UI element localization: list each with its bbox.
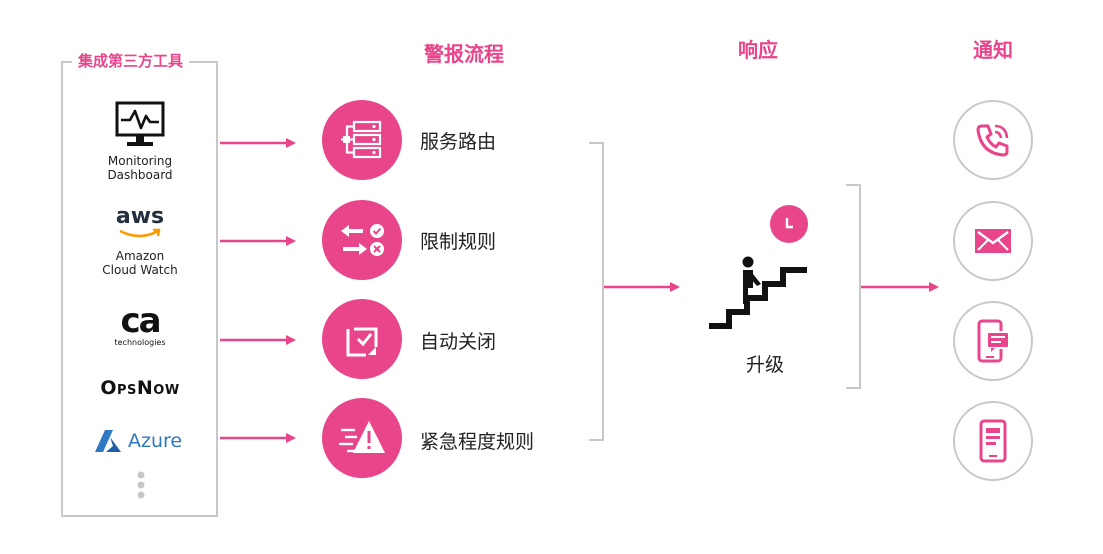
server-routing-icon <box>341 120 382 159</box>
azure-logo-text: Azure <box>128 430 183 452</box>
tool-label-aws: Amazon Cloud Watch <box>80 249 200 277</box>
sms-message-icon <box>977 319 1010 363</box>
ca-logo-text: ca <box>120 301 161 341</box>
integration-tools-title: 集成第三方工具 <box>72 50 190 71</box>
tool-label-line: Amazon <box>115 249 165 263</box>
notification-phone-circle <box>953 100 1033 180</box>
tool-label-line: Monitoring <box>107 154 173 168</box>
mobile-app-icon <box>979 419 1007 463</box>
email-icon <box>975 229 1011 253</box>
service-routing-circle <box>322 100 402 180</box>
escalation-label: 升级 <box>746 354 785 376</box>
opsnow-logo: OpsNow <box>100 377 180 399</box>
heading-notification: 通知 <box>973 38 1013 62</box>
escalation-stairs-icon <box>709 256 807 329</box>
notification-sms-circle <box>953 301 1033 381</box>
step-label-autoclose: 自动关闭 <box>420 331 497 353</box>
vertical-dots-icon <box>137 471 145 499</box>
notification-email-circle <box>953 201 1033 281</box>
step-label-urgency: 紧急程度规则 <box>420 431 535 453</box>
azure-logo: Azure <box>94 427 194 455</box>
urgency-rules-circle <box>322 398 402 478</box>
response-bracket <box>846 184 861 389</box>
heading-alert-flow: 警报流程 <box>424 42 504 66</box>
alert-steps-bracket <box>589 142 604 441</box>
heading-response: 响应 <box>738 38 778 62</box>
phone-call-icon <box>976 124 1009 157</box>
aws-logo-text: aws <box>115 204 165 229</box>
azure-mark-icon <box>95 430 121 452</box>
aws-logo: aws <box>110 206 170 240</box>
restriction-rules-circle <box>322 200 402 280</box>
urgency-warning-icon <box>339 421 385 453</box>
tool-label-line: Cloud Watch <box>102 263 178 277</box>
ca-logo-sublabel: technologies <box>114 338 166 347</box>
aws-smile-icon <box>119 228 161 238</box>
tool-label-line: Dashboard <box>107 168 173 182</box>
restriction-rules-icon <box>341 224 384 256</box>
notification-app-circle <box>953 401 1033 481</box>
auto-close-circle <box>322 299 402 379</box>
step-label-restriction: 限制规则 <box>420 231 497 253</box>
clock-badge <box>770 205 808 243</box>
ca-logo: ca technologies <box>100 304 180 348</box>
tool-label-monitoring: Monitoring Dashboard <box>80 154 200 182</box>
step-label-routing: 服务路由 <box>420 131 497 153</box>
clock-icon <box>785 218 793 229</box>
auto-close-icon <box>346 327 378 357</box>
monitor-icon <box>115 101 165 146</box>
